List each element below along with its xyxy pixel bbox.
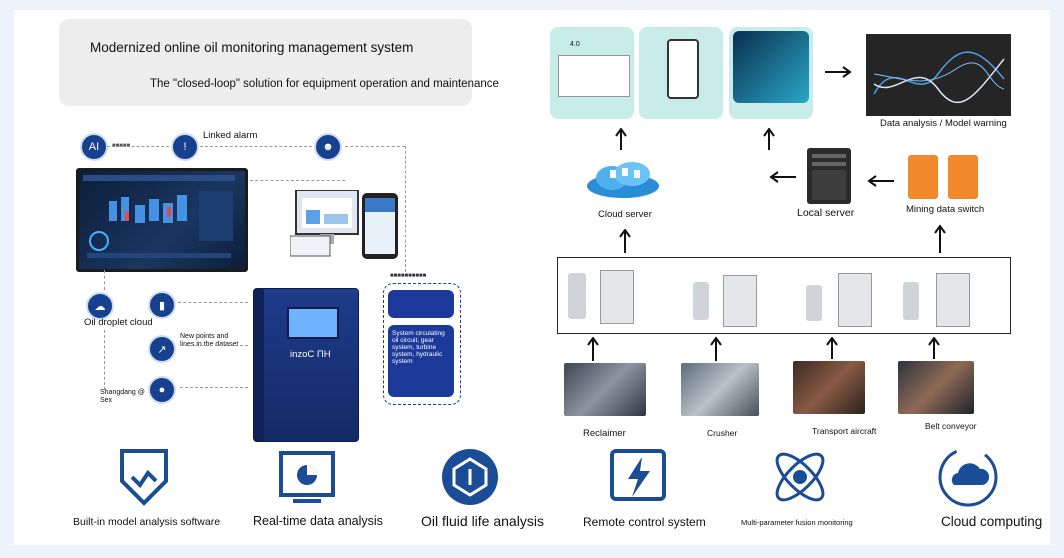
- data-analysis-label: Data analysis / Model warning: [880, 118, 1007, 129]
- sensor-probe: [568, 273, 586, 319]
- oil-drop-icon: ●: [148, 376, 176, 404]
- data-analysis-chart: [866, 34, 1011, 116]
- computer-devices: [289, 189, 360, 260]
- realtime-analysis-icon: [277, 447, 337, 512]
- feature-label-fusion: Multi-parameter fusion monitoring: [741, 518, 853, 527]
- arrow-up: [934, 225, 946, 253]
- mining-switch-label: Mining data switch: [906, 204, 985, 215]
- crusher-photo: [681, 363, 759, 416]
- oil-monitor-device: inzoC ΠH: [253, 288, 359, 442]
- connector: [245, 180, 345, 181]
- data-switch-icon: [948, 155, 978, 199]
- ai-icon: AI: [80, 133, 108, 161]
- engineer-icon: ☻: [314, 133, 342, 161]
- cloud-server-label: Cloud server: [598, 209, 652, 220]
- page-title: Modernized online oil monitoring managem…: [90, 40, 414, 55]
- site-label-reclaimer: Reclaimer: [583, 428, 626, 439]
- arrow-right: [825, 66, 852, 78]
- site-maintenance-caption: ■■■■■■■■■■: [390, 273, 427, 279]
- cloud-computing-icon: [938, 447, 998, 512]
- shangdang-label: Shangdang @ Sex: [100, 389, 145, 404]
- system-bottom-block: System circulating oil circuit, gear sys…: [388, 325, 454, 397]
- connector: [405, 146, 406, 272]
- sensor-icon: ▮: [148, 291, 176, 319]
- arrow-up: [826, 337, 838, 359]
- arrow-up: [619, 229, 631, 253]
- connector: [180, 345, 248, 346]
- pc-app-screenshot: 4.0: [550, 27, 634, 119]
- cloud-server-icon: [584, 160, 662, 200]
- system-circulating-text: System circulating oil circuit, gear sys…: [392, 330, 445, 365]
- system-top-block: [388, 290, 454, 318]
- sensor-unit: [838, 273, 872, 327]
- device-screen: [287, 307, 339, 339]
- connector: [180, 387, 248, 388]
- local-server-icon: [807, 148, 851, 204]
- mobile-phone: [362, 193, 398, 259]
- arrow-left: [867, 175, 894, 187]
- oil-droplet-cloud-label: Oil droplet cloud: [84, 317, 153, 328]
- connector: [178, 302, 248, 303]
- chart-icon: ↗: [148, 335, 176, 363]
- fusion-monitoring-icon: [767, 444, 833, 515]
- transport-aircraft-photo: [793, 361, 865, 414]
- remote-control-icon: [608, 447, 668, 512]
- local-server-label: Local server: [797, 207, 855, 219]
- site-label-crusher: Crusher: [707, 428, 738, 438]
- connector: [104, 330, 105, 390]
- feature-label-oil-life: Oil fluid life analysis: [421, 513, 544, 529]
- arrow-up: [587, 337, 599, 361]
- sensor-unit: [936, 273, 970, 327]
- feature-label-remote: Remote control system: [583, 515, 706, 529]
- linked-alarm-label: Linked alarm: [203, 130, 258, 141]
- belt-conveyor-photo: [898, 361, 974, 414]
- arrow-left: [769, 171, 796, 183]
- connector: [200, 146, 312, 147]
- connector: [107, 146, 169, 147]
- oil-life-icon: [440, 447, 500, 512]
- device-label: inzoC ΠH: [290, 349, 331, 360]
- arrow-up: [710, 337, 722, 361]
- site-label-transport: Transport aircraft: [812, 426, 877, 436]
- sensor-probe: [693, 282, 709, 320]
- large-screen-screenshot: [729, 27, 813, 119]
- warning-icon: !: [171, 133, 199, 161]
- arrow-up: [928, 337, 940, 359]
- sensor-probe: [806, 285, 822, 321]
- dashboard-screen: [76, 168, 248, 272]
- mobile-app-screenshot: [639, 27, 723, 119]
- feature-label-model-analysis: Built-in model analysis software: [73, 516, 221, 528]
- site-label-belt: Belt conveyor: [925, 421, 977, 431]
- phone-screen: [365, 198, 395, 254]
- arrow-up: [615, 128, 627, 150]
- sensor-unit: [600, 270, 634, 324]
- cloud-icon: ☁: [86, 292, 114, 320]
- connector: [345, 146, 405, 147]
- system-box: [383, 283, 461, 405]
- title-card: [59, 19, 472, 106]
- arrow-up: [763, 128, 775, 150]
- sensor-probe: [903, 282, 919, 320]
- page-subtitle: The "closed-loop" solution for equipment…: [150, 78, 499, 90]
- new-points-label: New points and lines in the dataset: [180, 333, 239, 348]
- data-switch-icon: [908, 155, 938, 199]
- model-analysis-icon: [114, 447, 174, 512]
- reclaimer-photo: [564, 363, 646, 416]
- feature-label-realtime: Real-time data analysis: [253, 514, 383, 528]
- dashboard-graphic: [83, 175, 235, 258]
- feature-label-cloud: Cloud computing: [941, 514, 1043, 529]
- sensor-unit: [723, 275, 757, 327]
- connector: [104, 270, 105, 290]
